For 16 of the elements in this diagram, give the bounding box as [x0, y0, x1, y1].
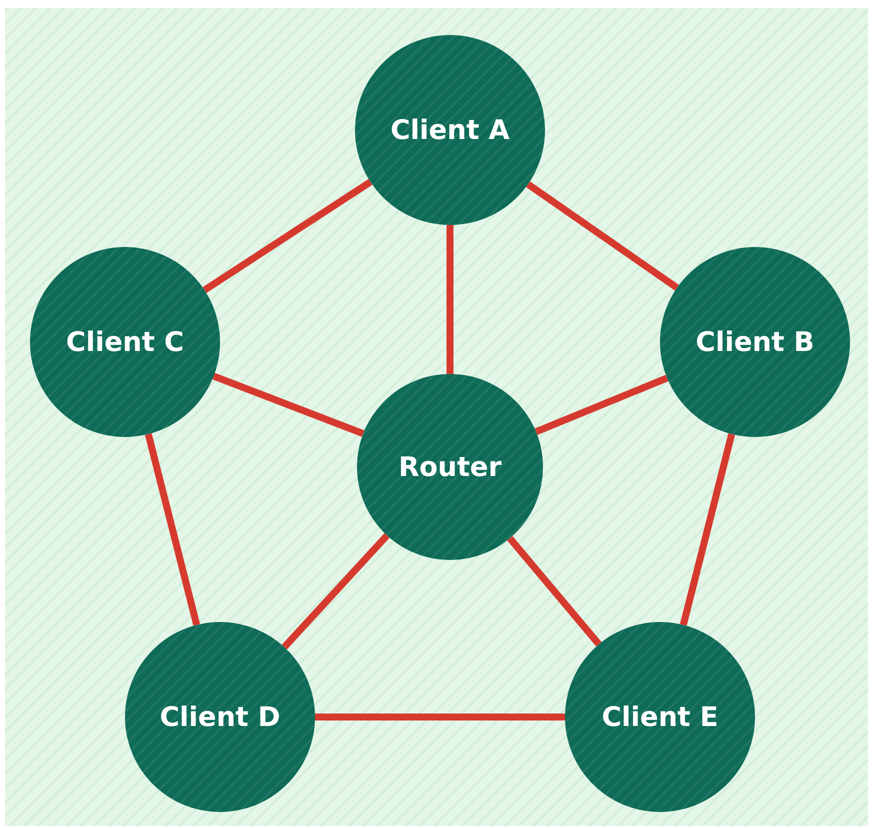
connection-line — [446, 225, 454, 374]
connection-line — [202, 178, 372, 294]
node-label: Client C — [66, 326, 184, 358]
connection-line — [507, 536, 602, 646]
connection-line — [282, 533, 390, 650]
connection-line — [144, 433, 200, 626]
node-label: Client D — [160, 702, 280, 732]
connection-line — [212, 372, 364, 437]
node-label: Client A — [390, 114, 510, 146]
node-label: Client E — [602, 702, 718, 732]
node-label: Router — [398, 452, 502, 482]
connection-line — [315, 714, 565, 720]
connection-line — [534, 374, 668, 435]
node-label: Client B — [696, 326, 814, 358]
connection-line — [526, 181, 679, 291]
connection-line — [680, 433, 736, 626]
